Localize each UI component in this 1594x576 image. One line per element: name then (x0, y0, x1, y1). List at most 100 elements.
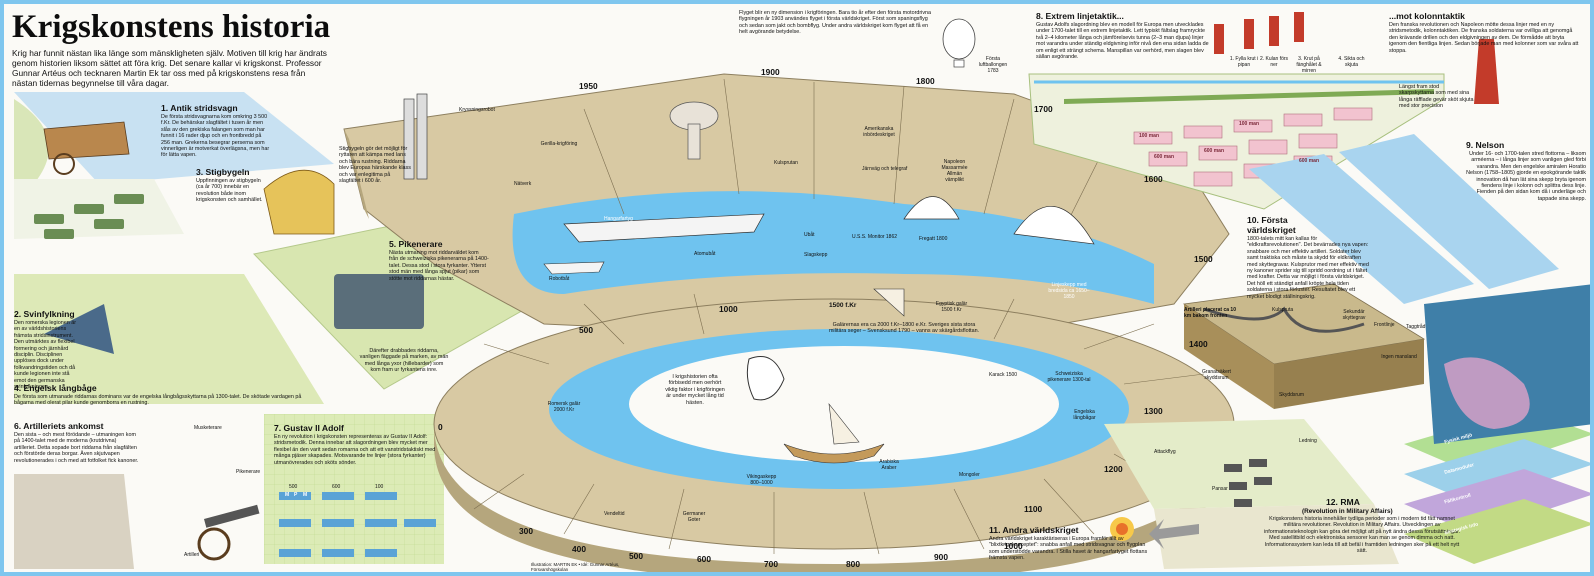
section1-text: De första stridsvagnarna kom omkring 3 5… (161, 114, 270, 159)
timeline-upper-edge (344, 129, 369, 219)
linje-counts: 100 man 600 man 600 man 100 man 600 man (1136, 121, 1396, 193)
formation-count-1: 500 (289, 484, 298, 490)
line-steps: 1. Fylla krut i pipan 2. Kulan förs ner … (1229, 56, 1379, 76)
section7-title: 7. Gustav II Adolf (274, 423, 344, 433)
viking-ship (783, 443, 885, 464)
infantry-line (1064, 89, 1434, 104)
intro-text: Krig har funnit nästan lika länge som mä… (12, 48, 327, 88)
rma-label-4: Strategisk info (1443, 521, 1479, 537)
label-germaner: Germaner Goter (682, 511, 706, 523)
year-400: 400 (572, 544, 586, 554)
frigate-ship (903, 196, 960, 220)
section12-subtitle: (Revolution in Military Affairs) (1302, 508, 1393, 515)
robotboat-ship (543, 261, 605, 275)
redcoat (1474, 39, 1499, 104)
credit: Illustration: MARTIN EK • Idé: Gunnar Ar… (531, 562, 620, 572)
upper-dividers (583, 78, 1115, 230)
center-text: I krigshistorien ofta förbisedd men oerh… (665, 374, 725, 406)
year-300: 300 (519, 526, 533, 536)
label-ledning: Ledning (1299, 438, 1317, 444)
phalanx-groups (34, 194, 144, 239)
year-900: 900 (934, 552, 948, 562)
arrow-left (1149, 519, 1199, 549)
label-frontlinje: Frontlinje (1374, 322, 1395, 328)
year-1800: 1800 (916, 76, 935, 86)
label-ingenmansland: Ingen mansland (1381, 354, 1417, 360)
rma-zone (1444, 357, 1530, 429)
label-fregatt: Fregatt 1800 (919, 236, 948, 242)
poster-title: Krigskonstens historia (12, 9, 331, 45)
label-granatsakert: Granatsäkert skyddsrum (1202, 369, 1231, 381)
section3-text: Uppfinningen av stigbygeln (ca år 700) i… (196, 178, 263, 204)
section9-title: 9. Nelson (1466, 140, 1505, 150)
year-1500bc: 1500 f.Kr (829, 302, 857, 309)
section8c-text: Längst fram stod skarpskyttarna som med … (1399, 84, 1474, 110)
rma-label-2: Datamoduler (1443, 462, 1475, 476)
pike-square (334, 274, 424, 329)
trench-block-left (1184, 304, 1274, 409)
formation-count-2: 600 (332, 484, 341, 490)
tray-chariot (14, 92, 334, 184)
section8-text: Gustav Adolfs slagordning blev en modell… (1036, 22, 1209, 61)
section1-title: 1. Antik stridsvagn (161, 103, 238, 113)
tray-svinfylkning (14, 274, 324, 404)
section10-title: 10. Första världskriget (1247, 215, 1296, 235)
label-monitor: U.S.S. Monitor 1862 (852, 234, 898, 240)
label-skyddsrum: Skyddsrum (1279, 392, 1305, 398)
cannon-wheel (197, 527, 231, 561)
section3-title: 3. Stigbygeln (196, 167, 250, 177)
year-0: 0 (438, 422, 443, 432)
section11-text: Andra världskriget karaktäriseras i Euro… (989, 536, 1148, 562)
formation-unit-3: M (303, 492, 308, 498)
trench-lines (1203, 306, 1365, 333)
chariot-wheel (53, 153, 75, 175)
rma-layer-4 (1404, 499, 1590, 564)
formation-unit-2: P (294, 492, 298, 498)
mushroom-stem (687, 123, 701, 160)
label-atomubat: Atomubåt (694, 251, 716, 257)
rma-layer-3 (1404, 469, 1590, 534)
section12-text: Krigskonstens historia innehåller tydlig… (1264, 516, 1460, 555)
tower-left (403, 98, 415, 180)
shipline-ship (1013, 206, 1095, 245)
year-1100: 1100 (1024, 504, 1043, 514)
formation-count-3: 100 (375, 484, 384, 490)
timeline-center (629, 346, 1059, 462)
sea-tray-2 (1339, 134, 1559, 289)
label-karack: Karack 1500 (989, 372, 1018, 378)
section4-text: De första som utmanade riddarnas dominan… (14, 394, 302, 407)
linje-count-5: 600 man (1299, 158, 1320, 164)
label-kulspruta: Kulspruta (1272, 307, 1294, 313)
gustav-blocks (279, 492, 436, 557)
explosion-core (1116, 523, 1128, 535)
year-1700: 1700 (1034, 104, 1053, 114)
viking-sail (828, 402, 860, 445)
section9-text: Under 16- och 1700-talen stred flottorna… (1466, 151, 1586, 202)
rma-layer-labels: Fysisk miljö Datamoduler Fältkontroll St… (1434, 432, 1574, 566)
label-jarnvag: Järnväg och telegraf (862, 166, 908, 172)
label-vikingaskepp: Vikingaskepp 800–1000 (746, 474, 777, 486)
label-taggtrad: Taggtråd (1406, 324, 1426, 330)
section2-title: 2. Svinfylkning (14, 309, 75, 319)
trench-block-right (1274, 339, 1424, 409)
chariot (43, 121, 130, 160)
year-600: 600 (697, 554, 711, 564)
section3b-text: Stigbygeln gör det möjligt för ryttaren … (339, 146, 411, 185)
linje-blocks (1133, 107, 1373, 187)
formation-unit-1: M (285, 492, 290, 498)
section8b-text: Den franska revolutionen och Napoleon mö… (1389, 22, 1579, 54)
label-arabiske: Arabiska Araber (879, 459, 899, 471)
label-napoleon: Napoleon Massarmée Allmän värnplikt (941, 159, 968, 183)
tank-group (1224, 459, 1272, 507)
section5b-text: Därefter drabbades riddarna, vanligen fä… (359, 348, 449, 374)
label-vendeltid: Vendeltid (604, 511, 625, 517)
section11-title: 11. Andra världskriget (989, 525, 1079, 535)
svin-wedge (44, 304, 114, 354)
year-1000-inner: 1000 (719, 304, 738, 314)
year-1950: 1950 (579, 81, 598, 91)
label-slagskepp: Slagskepp (804, 252, 828, 258)
label-gerilla: Gerilla-krigföring (540, 141, 578, 147)
label-schweizisk: Schweiziska pikenerare 1300-tal (1047, 371, 1091, 383)
label-ubat: Ubåt (804, 232, 815, 238)
